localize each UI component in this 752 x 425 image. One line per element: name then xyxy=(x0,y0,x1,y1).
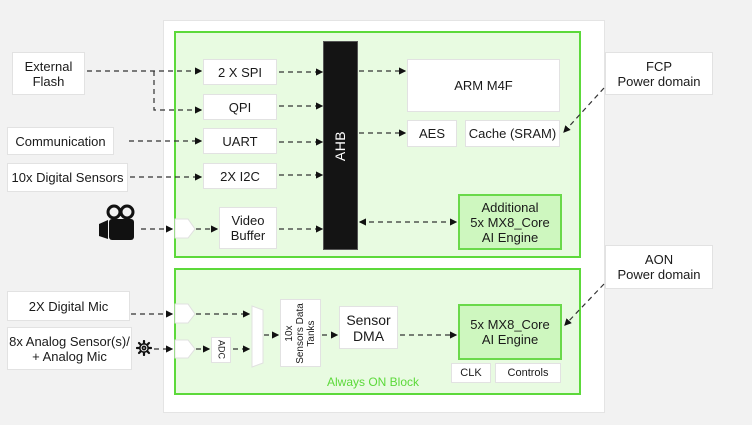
additional-ai-engine-label-1: Additional xyxy=(481,199,539,215)
adc-label: ADC xyxy=(216,340,227,360)
sensor-dma-label-2: DMA xyxy=(352,327,385,344)
additional-ai-engine-label-3: AI Engine xyxy=(481,229,539,245)
digital-sensors-box: 10x Digital Sensors xyxy=(7,163,128,192)
aon-power-domain-label-1: AON xyxy=(644,252,674,267)
fcp-power-domain-label-1: FCP xyxy=(646,58,672,74)
cache-box: Cache (SRAM) xyxy=(465,120,560,147)
digital-mic-label: 2X Digital Mic xyxy=(28,298,109,314)
communication-label: Communication xyxy=(15,133,106,149)
communication-box: Communication xyxy=(7,127,114,155)
video-buffer-box: Video Buffer xyxy=(219,207,277,249)
arm-m4f-label: ARM M4F xyxy=(454,78,513,93)
qpi-label: QPI xyxy=(228,99,252,115)
fcp-power-domain-box: FCP Power domain xyxy=(605,52,713,95)
video-buffer-label-1: Video xyxy=(231,213,265,228)
spi-box: 2 X SPI xyxy=(203,59,277,85)
ai-engine-box: 5x MX8_Core AI Engine xyxy=(458,304,562,360)
ai-engine-label-2: AI Engine xyxy=(481,332,539,347)
sensor-mux xyxy=(251,305,264,368)
fcp-power-domain-label-2: Power domain xyxy=(617,73,701,89)
digital-mic-box: 2X Digital Mic xyxy=(7,291,130,321)
wire-aon-domain xyxy=(564,283,605,326)
uart-label: UART xyxy=(222,133,258,149)
ahb-bus: AHB xyxy=(323,41,358,250)
aes-label: AES xyxy=(418,126,445,141)
video-buffer-label-2: Buffer xyxy=(230,228,266,243)
arm-m4f-box: ARM M4F xyxy=(407,59,560,112)
gear-icon xyxy=(136,340,152,356)
additional-ai-engine-label-2: 5x MX8_Core xyxy=(470,214,550,230)
analog-sensors-label-2: + Analog Mic xyxy=(32,348,107,364)
sensor-dma-box: Sensor DMA xyxy=(339,306,398,349)
port-video xyxy=(174,218,196,239)
external-flash-label: External Flash xyxy=(24,58,73,89)
analog-sensors-box: 8x Analog Sensor(s)/ + Analog Mic xyxy=(7,327,132,370)
sensor-data-tanks-box: 10x Sensors Data Tanks xyxy=(280,299,321,367)
sensor-dma-label-1: Sensor xyxy=(346,311,391,328)
i2c-label: 2X I2C xyxy=(220,168,260,184)
spi-label: 2 X SPI xyxy=(217,64,263,80)
clk-box: CLK xyxy=(451,363,491,383)
aon-power-domain-label-2: Power domain xyxy=(617,267,701,282)
clk-label: CLK xyxy=(460,366,482,379)
controls-label: Controls xyxy=(507,366,549,379)
aes-box: AES xyxy=(407,120,457,147)
adc-box: ADC xyxy=(211,337,231,363)
analog-sensors-label-1: 8x Analog Sensor(s)/ xyxy=(9,333,130,349)
video-camera-icon xyxy=(99,204,135,240)
i2c-box: 2X I2C xyxy=(203,163,277,189)
port-mic xyxy=(174,303,196,324)
uart-box: UART xyxy=(203,128,277,154)
cache-label: Cache (SRAM) xyxy=(468,126,557,141)
controls-box: Controls xyxy=(495,363,561,383)
ai-engine-label-1: 5x MX8_Core xyxy=(470,317,550,332)
wire-flash-qpi xyxy=(153,71,203,114)
qpi-box: QPI xyxy=(203,94,277,120)
additional-ai-engine-box: Additional 5x MX8_Core AI Engine xyxy=(458,194,562,250)
port-analog xyxy=(174,339,196,359)
always-on-block-label: Always ON Block xyxy=(327,375,420,389)
aon-power-domain-box: AON Power domain xyxy=(605,245,713,289)
wire-fcp-domain xyxy=(563,87,605,133)
external-flash-box: External Flash xyxy=(12,52,85,95)
digital-sensors-label: 10x Digital Sensors xyxy=(11,170,124,185)
